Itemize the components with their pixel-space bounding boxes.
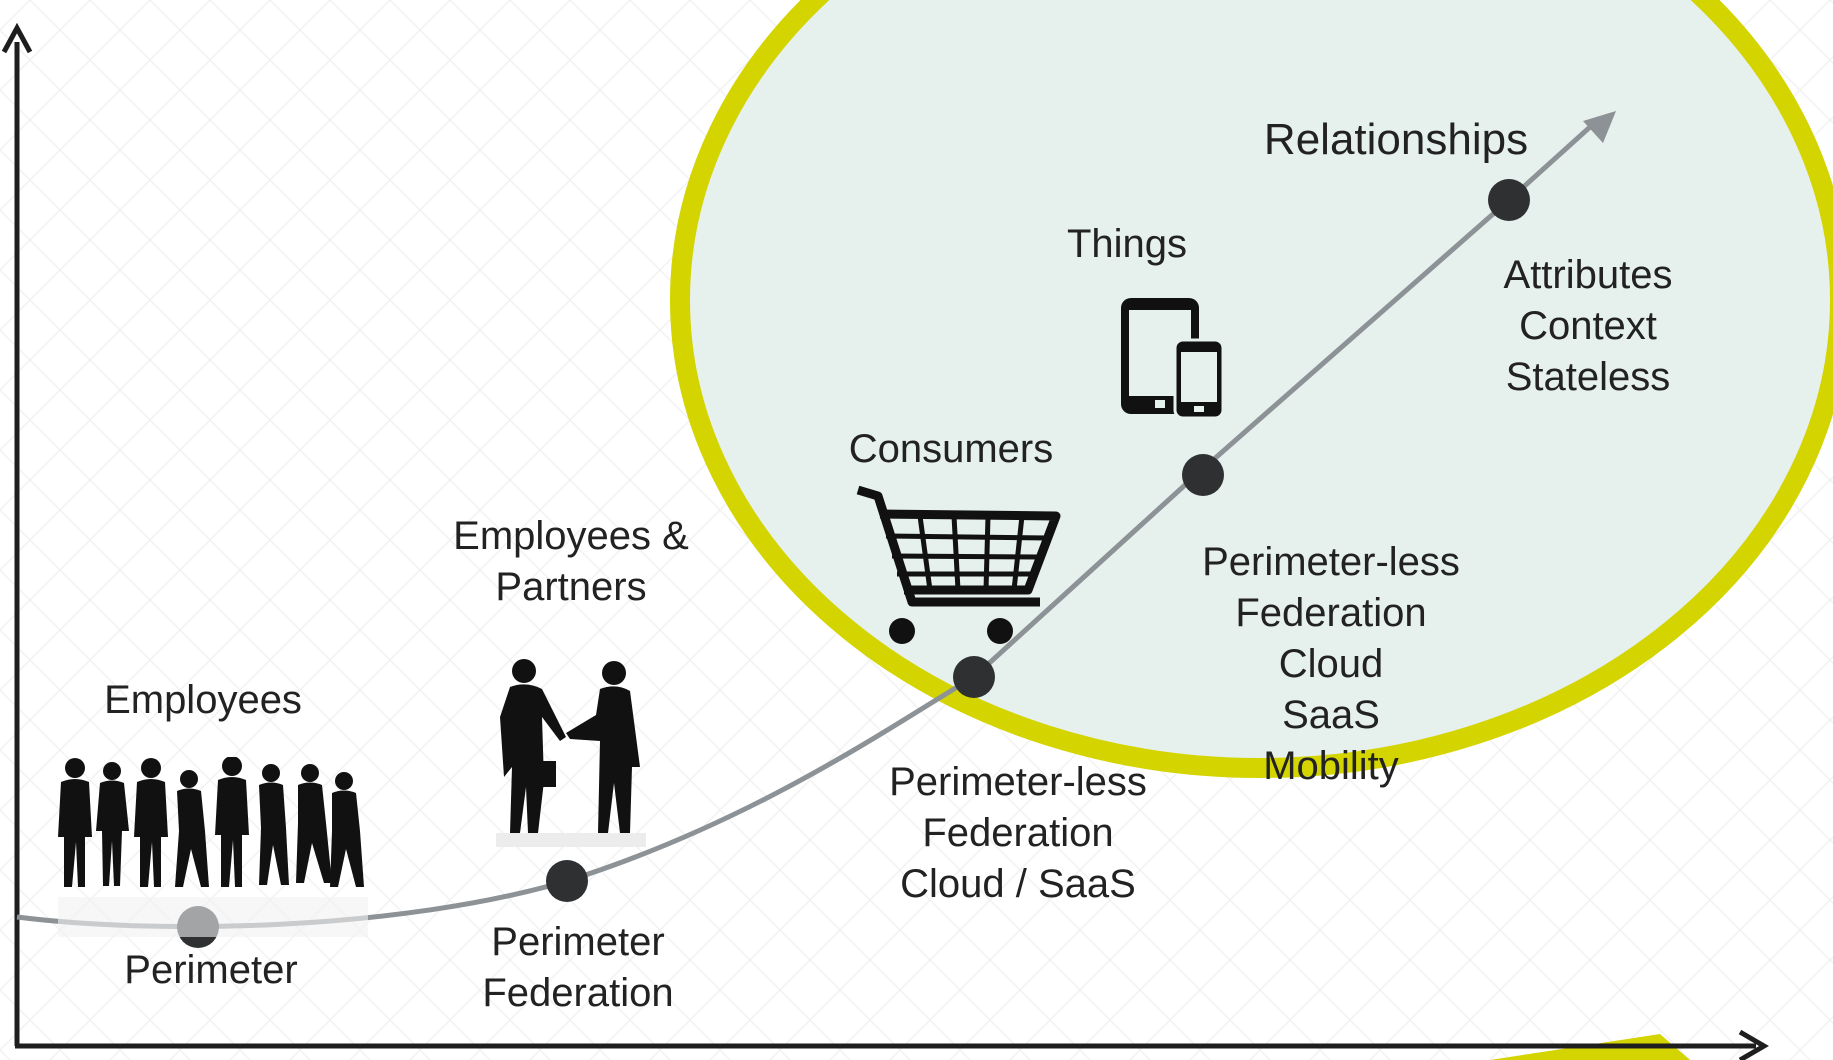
business-people-silhouettes-icon xyxy=(58,757,368,937)
capability-item: Stateless xyxy=(1505,355,1671,399)
audience-line: Partners xyxy=(495,565,647,609)
stage-capabilities: Perimeter-less Federation Cloud SaaS Mob… xyxy=(1176,537,1486,792)
capability-item: Context xyxy=(1519,304,1657,348)
stage-capabilities: Perimeter-less Federation Cloud / SaaS xyxy=(868,757,1168,910)
y-axis-arrow-icon xyxy=(1,22,33,54)
stage-capabilities: Perimeter Federation xyxy=(463,917,693,1019)
capability-item: Perimeter xyxy=(124,948,298,992)
capability-item: Federation xyxy=(482,971,674,1015)
capability-item: Cloud / SaaS xyxy=(900,862,1136,906)
stage-capabilities: Attributes Context Stateless xyxy=(1468,250,1708,403)
capability-item: SaaS xyxy=(1282,693,1380,737)
capability-item: Federation xyxy=(922,811,1114,855)
tablet-and-phone-icon xyxy=(1121,298,1225,420)
capability-item: Perimeter-less xyxy=(889,760,1147,804)
capability-item: Mobility xyxy=(1263,744,1399,788)
stage-node xyxy=(1488,179,1530,221)
stage-audience-label: Employees & Partners xyxy=(436,511,706,613)
audience-line: Employees & xyxy=(453,514,689,558)
shopping-cart-icon xyxy=(856,485,1061,644)
capability-item: Perimeter xyxy=(491,920,665,964)
stage-node xyxy=(953,656,995,698)
capability-item: Perimeter-less xyxy=(1202,540,1460,584)
stage-capabilities: Perimeter xyxy=(111,945,311,996)
stage-node xyxy=(546,860,588,902)
stage-audience-label: Consumers xyxy=(848,427,1054,471)
stage-audience-label: Relationships xyxy=(1263,115,1529,164)
x-axis-arrow-icon xyxy=(1738,1029,1769,1060)
trend-arrow-icon xyxy=(1583,111,1616,143)
stage-audience-label: Things xyxy=(1066,222,1188,266)
capability-item: Cloud xyxy=(1278,642,1384,686)
capability-item: Federation xyxy=(1235,591,1427,635)
handshake-icon xyxy=(496,659,646,847)
capability-item: Attributes xyxy=(1503,253,1673,297)
stage-node xyxy=(1182,454,1224,496)
stage-audience-label: Employees xyxy=(104,678,302,722)
